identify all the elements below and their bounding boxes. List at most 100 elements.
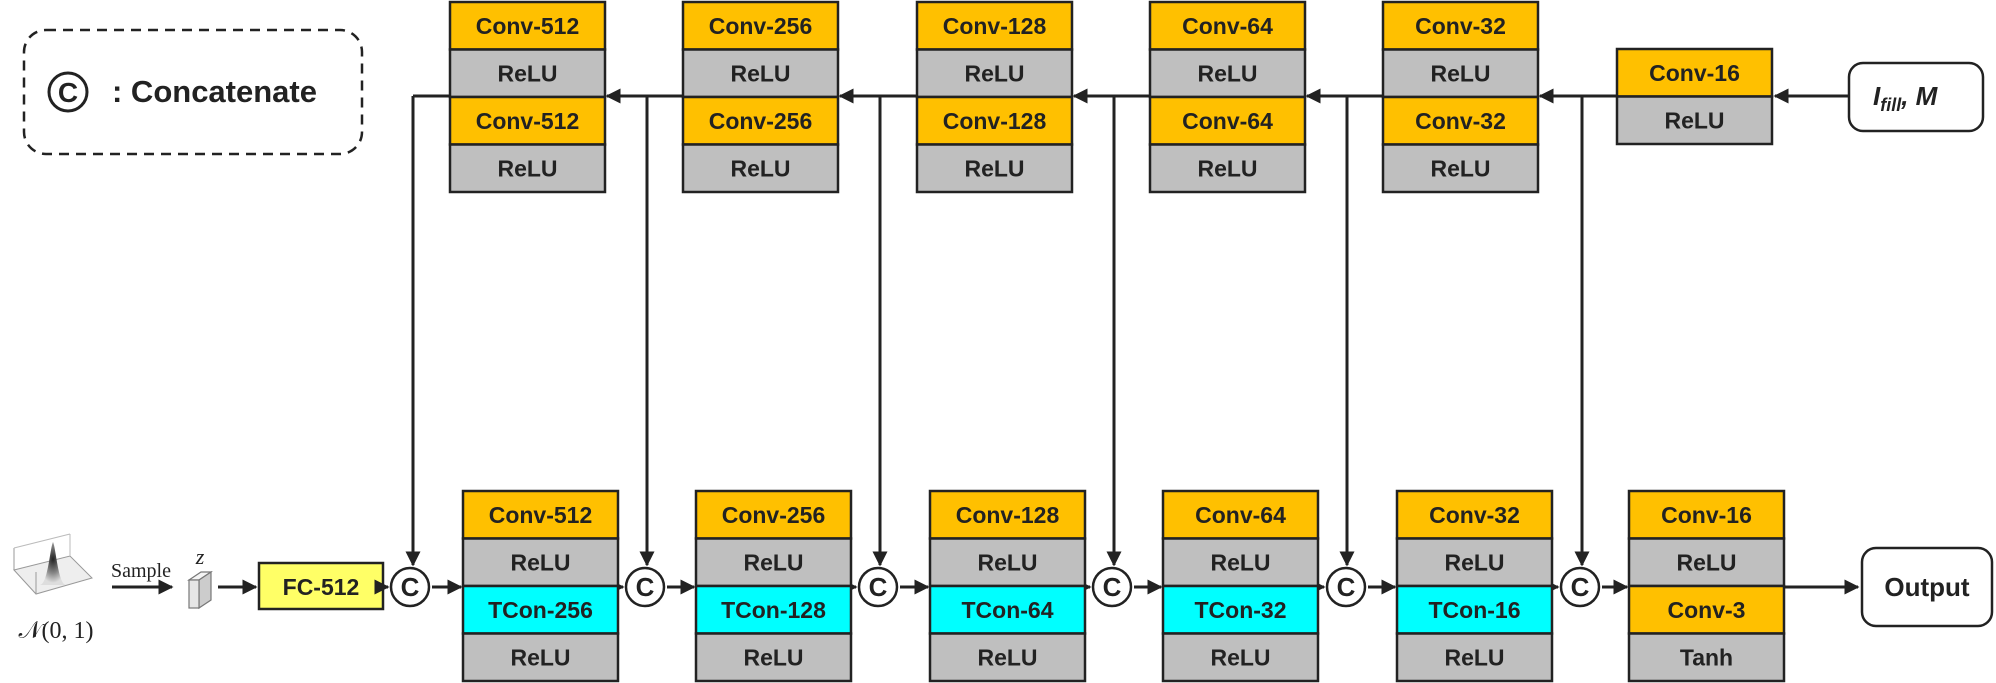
concat-node: C bbox=[1091, 566, 1133, 608]
concat-node: C bbox=[389, 566, 431, 608]
decoder-layer-relu bbox=[694, 537, 853, 588]
encoder-layer-label: ReLU bbox=[964, 60, 1024, 86]
z-label: z bbox=[195, 544, 205, 569]
decoder-layer-label: Conv-32 bbox=[1429, 502, 1520, 528]
decoder-layer-label: TCon-256 bbox=[488, 597, 593, 623]
encoder-layer-relu bbox=[1381, 143, 1540, 194]
input-node: Ifill, M bbox=[1847, 61, 1985, 133]
encoder-layer-relu bbox=[1148, 48, 1307, 99]
decoder-layer-label: TCon-128 bbox=[721, 597, 826, 623]
encoder-layer-label: ReLU bbox=[1197, 60, 1257, 86]
legend-label: : Concatenate bbox=[112, 74, 317, 109]
encoder-layer-conv bbox=[448, 0, 607, 51]
encoder-layer-label: Conv-64 bbox=[1182, 108, 1273, 134]
concat-node: C bbox=[624, 566, 666, 608]
noise-input: 𝒩(0, 1) Sample z bbox=[13, 533, 258, 644]
encoder-layer-relu bbox=[1148, 143, 1307, 194]
encoder-layer-conv bbox=[1615, 47, 1774, 98]
decoder-layer-relu bbox=[1161, 537, 1320, 588]
decoder-layer-relu bbox=[461, 632, 620, 683]
decoder-layer-relu bbox=[1161, 632, 1320, 683]
concat-symbol: C bbox=[636, 572, 655, 602]
decoder-layer-label: ReLU bbox=[1676, 549, 1736, 575]
encoder-layer-label: ReLU bbox=[497, 60, 557, 86]
decoder-layer-label: Conv-128 bbox=[956, 502, 1060, 528]
encoder-layer-label: Conv-16 bbox=[1649, 60, 1740, 86]
encoder-layer-label: Conv-128 bbox=[943, 108, 1047, 134]
decoder-layer-label: ReLU bbox=[510, 644, 570, 670]
decoder-layer-relu bbox=[928, 632, 1087, 683]
encoder-layer-conv bbox=[1148, 0, 1307, 51]
encoder-layer-label: Conv-256 bbox=[709, 13, 813, 39]
sample-label: Sample bbox=[111, 560, 171, 582]
encoder-layer-label: ReLU bbox=[1197, 155, 1257, 181]
encoder-layer-label: ReLU bbox=[1664, 107, 1724, 133]
concat-symbol: C bbox=[401, 572, 420, 602]
decoder-layer-relu bbox=[694, 632, 853, 683]
encoder-layer-label: Conv-32 bbox=[1415, 13, 1506, 39]
encoder-layer-label: ReLU bbox=[730, 60, 790, 86]
decoder-layer-tconv bbox=[461, 584, 620, 635]
decoder-layer-label: Conv-512 bbox=[489, 502, 593, 528]
fc-label: FC-512 bbox=[283, 574, 360, 600]
concat-icon bbox=[389, 566, 431, 608]
output-label: Output bbox=[1884, 572, 1970, 602]
encoder-layer-conv bbox=[915, 0, 1074, 51]
z-vector-icon bbox=[187, 570, 213, 610]
decoder: Conv-512ReLUTCon-256ReLUConv-256ReLUTCon… bbox=[461, 489, 1786, 683]
encoder-layer-relu bbox=[915, 48, 1074, 99]
decoder-layer-label: TCon-16 bbox=[1429, 597, 1521, 623]
legend-concat-icon bbox=[47, 71, 89, 113]
encoder-layer-relu bbox=[448, 48, 607, 99]
decoder-layer-conv bbox=[928, 489, 1087, 540]
decoder-layer-label: ReLU bbox=[743, 644, 803, 670]
encoder-layer-relu bbox=[681, 143, 840, 194]
concat-symbol: C bbox=[869, 572, 888, 602]
decoder-layer-label: Conv-16 bbox=[1661, 502, 1752, 528]
fc-block: FC-512 bbox=[257, 561, 385, 611]
decoder-layer-relu bbox=[1627, 537, 1786, 588]
concat-icon bbox=[1325, 566, 1367, 608]
decoder-layer-label: Tanh bbox=[1680, 644, 1733, 670]
encoder-layer-relu bbox=[448, 143, 607, 194]
decoder-layer-conv bbox=[1627, 584, 1786, 635]
encoder-layer-label: Conv-512 bbox=[476, 108, 580, 134]
concat-icon bbox=[857, 566, 899, 608]
encoder-layer-label: ReLU bbox=[964, 155, 1024, 181]
encoder-layer-label: ReLU bbox=[497, 155, 557, 181]
output-node: Output bbox=[1860, 546, 1994, 628]
encoder-layer-relu bbox=[915, 143, 1074, 194]
concat-node: C bbox=[1325, 566, 1367, 608]
encoder-layer-label: Conv-128 bbox=[943, 13, 1047, 39]
decoder-layer-conv bbox=[461, 489, 620, 540]
encoder-layer-relu bbox=[1381, 48, 1540, 99]
legend: C : Concatenate bbox=[22, 28, 364, 156]
encoder-layer-conv bbox=[448, 95, 607, 146]
decoder-layer-label: ReLU bbox=[743, 549, 803, 575]
decoder-layer-relu bbox=[1627, 632, 1786, 683]
decoder-layer-relu bbox=[1395, 632, 1554, 683]
encoder-layer-label: Conv-64 bbox=[1182, 13, 1273, 39]
input-label: Ifill, M bbox=[1873, 81, 1939, 115]
concat-node: C bbox=[1559, 566, 1601, 608]
encoder-layer-label: Conv-512 bbox=[476, 13, 580, 39]
encoder-layer-label: Conv-256 bbox=[709, 108, 813, 134]
concat-symbol: C bbox=[1571, 572, 1590, 602]
encoder-layer-label: ReLU bbox=[1430, 60, 1490, 86]
encoder: Conv-512ReLUConv-512ReLUConv-256ReLUConv… bbox=[448, 0, 1774, 194]
decoder-layer-label: ReLU bbox=[1444, 549, 1504, 575]
concat-symbol: C bbox=[1337, 572, 1356, 602]
decoder-layer-label: ReLU bbox=[1210, 644, 1270, 670]
decoder-layer-label: ReLU bbox=[510, 549, 570, 575]
decoder-layer-label: ReLU bbox=[1210, 549, 1270, 575]
decoder-layer-label: ReLU bbox=[977, 644, 1037, 670]
